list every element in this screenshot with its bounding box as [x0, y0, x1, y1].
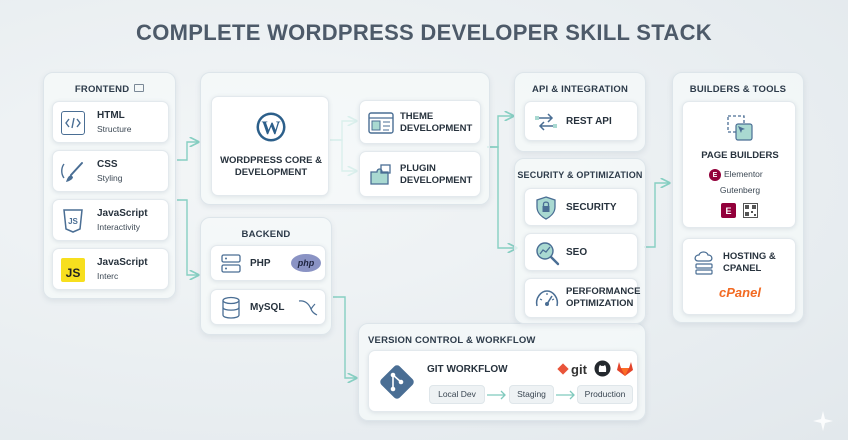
svg-text:JS: JS — [68, 217, 78, 226]
wordpress-core-card: W WORDPRESS CORE & DEVELOPMENT — [211, 96, 329, 196]
javascript-card-2: JS JavaScript Interc — [52, 248, 169, 290]
page-builders-label: PAGE BUILDERS — [701, 150, 779, 161]
sparkle-icon — [812, 410, 834, 432]
stage-staging-label: Staging — [517, 389, 546, 399]
workflow-stage-local-dev: Local Dev — [429, 385, 485, 404]
gutenberg-label: Gutenberg — [719, 185, 761, 195]
elementor-label: Elementor — [724, 169, 763, 179]
stage-local-dev-label: Local Dev — [438, 389, 476, 399]
elementor-square-icon: E — [721, 203, 736, 218]
page-builder-cursor-icon — [726, 114, 754, 142]
mysql-card: MySQL — [210, 289, 326, 325]
database-icon — [220, 296, 242, 320]
api-exchange-icon — [534, 110, 558, 134]
elementor-icon: E — [709, 169, 721, 181]
php-logo-text: php — [297, 258, 315, 268]
css-card: CSS Styling — [52, 150, 169, 192]
javascript-label: JavaScript — [97, 208, 148, 219]
svg-text:W: W — [262, 118, 281, 139]
css-label: CSS — [97, 159, 118, 170]
mysql-label: MySQL — [250, 302, 285, 313]
php-label: PHP — [250, 258, 271, 269]
security-panel: SECURITY & OPTIMIZATION SECURITY SEO PER… — [514, 158, 646, 324]
seo-card: SEO — [524, 233, 638, 271]
plugin-development-card: PLUGIN DEVELOPMENT — [359, 151, 481, 197]
git-branch-icon — [378, 363, 416, 401]
hosting-label: HOSTING & CPANEL — [723, 251, 776, 274]
javascript-desc-2: Interc — [97, 271, 119, 281]
gitlab-icon — [616, 360, 634, 377]
git-logo-text: git — [571, 361, 587, 377]
seo-magnifier-icon — [534, 240, 560, 266]
theme-development-label: THEME DEVELOPMENT — [400, 111, 473, 134]
api-title: API & INTEGRATION — [531, 84, 629, 95]
core-panel: W WORDPRESS CORE & DEVELOPMENT THEME DEV… — [200, 72, 490, 205]
performance-card: PERFORMANCE OPTIMIZATION — [524, 278, 641, 318]
mysql-dolphin-icon — [297, 298, 319, 318]
javascript-card: JS JavaScript Interactivity — [52, 199, 169, 241]
backend-title: BACKEND — [241, 229, 291, 240]
builders-panel: BUILDERS & TOOLS PAGE BUILDERS E Element… — [672, 72, 804, 323]
seo-label: SEO — [566, 247, 588, 258]
svg-text:JS: JS — [66, 266, 81, 280]
performance-label: PERFORMANCE OPTIMIZATION — [566, 286, 641, 309]
theme-layout-icon — [368, 110, 394, 136]
arrow-right-icon — [555, 388, 577, 402]
javascript-label-2: JavaScript — [97, 257, 148, 268]
cpanel-logo: cPanel — [719, 285, 761, 300]
git-workflow-card: GIT WORKFLOW git Local Dev Staging Produ… — [368, 350, 638, 412]
plugin-puzzle-icon — [368, 162, 394, 188]
javascript-desc: Interactivity — [97, 222, 140, 232]
qr-code-icon — [743, 203, 758, 218]
rest-api-label: REST API — [566, 116, 612, 127]
page-title: COMPLETE WORDPRESS DEVELOPER SKILL STACK — [136, 20, 712, 45]
shield-lock-icon — [534, 195, 558, 221]
workflow-stage-production: Production — [577, 385, 633, 404]
php-logo: php — [291, 254, 321, 272]
html-desc: Structure — [97, 124, 132, 134]
backend-panel: BACKEND PHP php MySQL — [200, 217, 332, 335]
builders-title: BUILDERS & TOOLS — [689, 84, 787, 95]
git-workflow-label: GIT WORKFLOW — [427, 364, 508, 375]
css-desc: Styling — [97, 173, 123, 183]
html-card: HTML Structure — [52, 101, 169, 143]
html-code-icon — [61, 111, 85, 135]
workflow-stage-staging: Staging — [509, 385, 554, 404]
rest-api-card: REST API — [524, 101, 638, 141]
frontend-title: FRONTEND — [44, 84, 175, 95]
github-icon — [594, 360, 611, 377]
php-card: PHP php — [210, 245, 326, 281]
speedometer-icon — [534, 287, 560, 311]
html-label: HTML — [97, 110, 125, 121]
code-window-icon — [134, 84, 145, 93]
server-icon — [220, 253, 242, 275]
api-panel: API & INTEGRATION REST API — [514, 72, 646, 152]
js-shield-icon: JS — [62, 208, 84, 234]
wordpress-core-label: WORDPRESS CORE & DEVELOPMENT — [220, 155, 322, 178]
plugin-development-label: PLUGIN DEVELOPMENT — [400, 163, 473, 186]
hosting-card: HOSTING & CPANEL cPanel — [682, 238, 796, 315]
frontend-panel: FRONTEND HTML Structure CSS Styling JS J… — [43, 72, 176, 299]
paintbrush-icon — [60, 159, 86, 185]
wordpress-logo-icon: W — [255, 111, 287, 143]
security-title: SECURITY & OPTIMIZATION — [517, 170, 643, 180]
version-control-panel: VERSION CONTROL & WORKFLOW GIT WORKFLOW … — [358, 323, 646, 421]
stage-production-label: Production — [584, 389, 626, 399]
theme-development-card: THEME DEVELOPMENT — [359, 100, 481, 144]
arrow-right-icon — [486, 388, 508, 402]
security-label: SECURITY — [566, 202, 617, 213]
version-control-title: VERSION CONTROL & WORKFLOW — [368, 335, 536, 346]
page-builders-card: PAGE BUILDERS E Elementor Gutenberg E — [682, 101, 796, 228]
cloud-server-icon — [691, 249, 717, 275]
security-card: SECURITY — [524, 188, 638, 226]
js-logo-icon: JS — [61, 258, 85, 282]
git-logo: git — [553, 359, 591, 379]
